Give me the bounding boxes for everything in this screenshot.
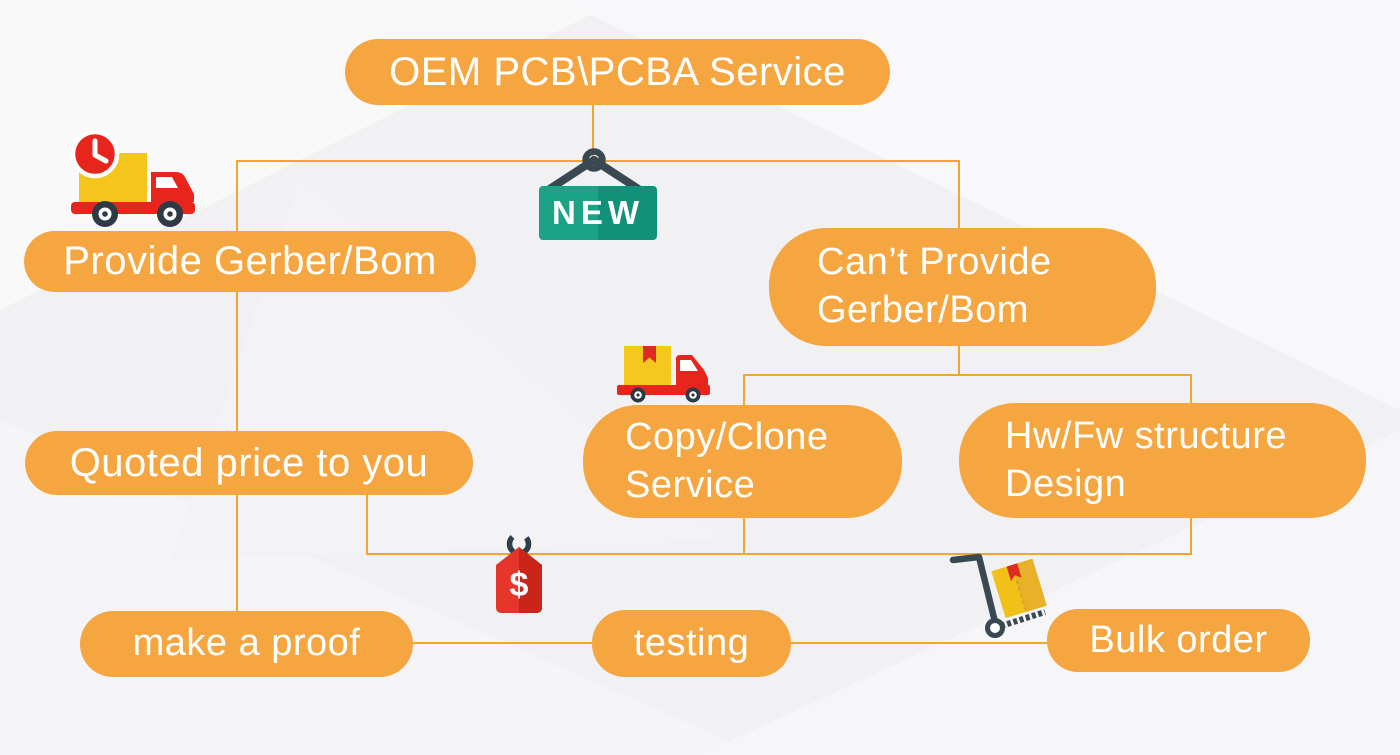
hand-truck-icon (949, 553, 1047, 638)
connector-copyclone-bottom (743, 517, 745, 555)
node-oem-service: OEM PCB\PCBA Service (345, 39, 890, 105)
node-bulk-order: Bulk order (1047, 609, 1310, 672)
new-sign-board: NEW (539, 186, 657, 240)
box-truck-icon (617, 346, 710, 403)
dollar-symbol: $ (510, 566, 529, 604)
connector-proof-testing (411, 642, 595, 644)
connector-left-vertical-3 (236, 494, 238, 614)
node-quoted-price: Quoted price to you (25, 431, 473, 495)
node-make-proof: make a proof (80, 611, 413, 677)
node-copy-clone: Copy/Clone Service (583, 405, 902, 518)
connector-split-horizontal (744, 374, 1192, 376)
connector-left-vertical-1 (236, 160, 238, 232)
node-provide-gerber: Provide Gerber/Bom (24, 231, 476, 292)
connector-quoted-bottom (366, 493, 368, 555)
price-tag-icon: $ (496, 531, 542, 613)
connector-copyclone-top (743, 374, 745, 407)
node-cant-provide: Can’t Provide Gerber/Bom (769, 228, 1156, 346)
connector-merge-horizontal (366, 553, 1192, 555)
connector-hwfw-top (1190, 374, 1192, 405)
connector-right-vertical-2 (958, 344, 960, 376)
node-testing: testing (592, 610, 791, 677)
connector-left-vertical-2 (236, 292, 238, 432)
connector-right-vertical-1 (958, 160, 960, 230)
connector-hwfw-bottom (1190, 516, 1192, 555)
node-hw-fw-design: Hw/Fw structure Design (959, 403, 1366, 518)
delivery-truck-clock-icon (70, 130, 195, 227)
connector-testing-bulk (789, 642, 1048, 644)
